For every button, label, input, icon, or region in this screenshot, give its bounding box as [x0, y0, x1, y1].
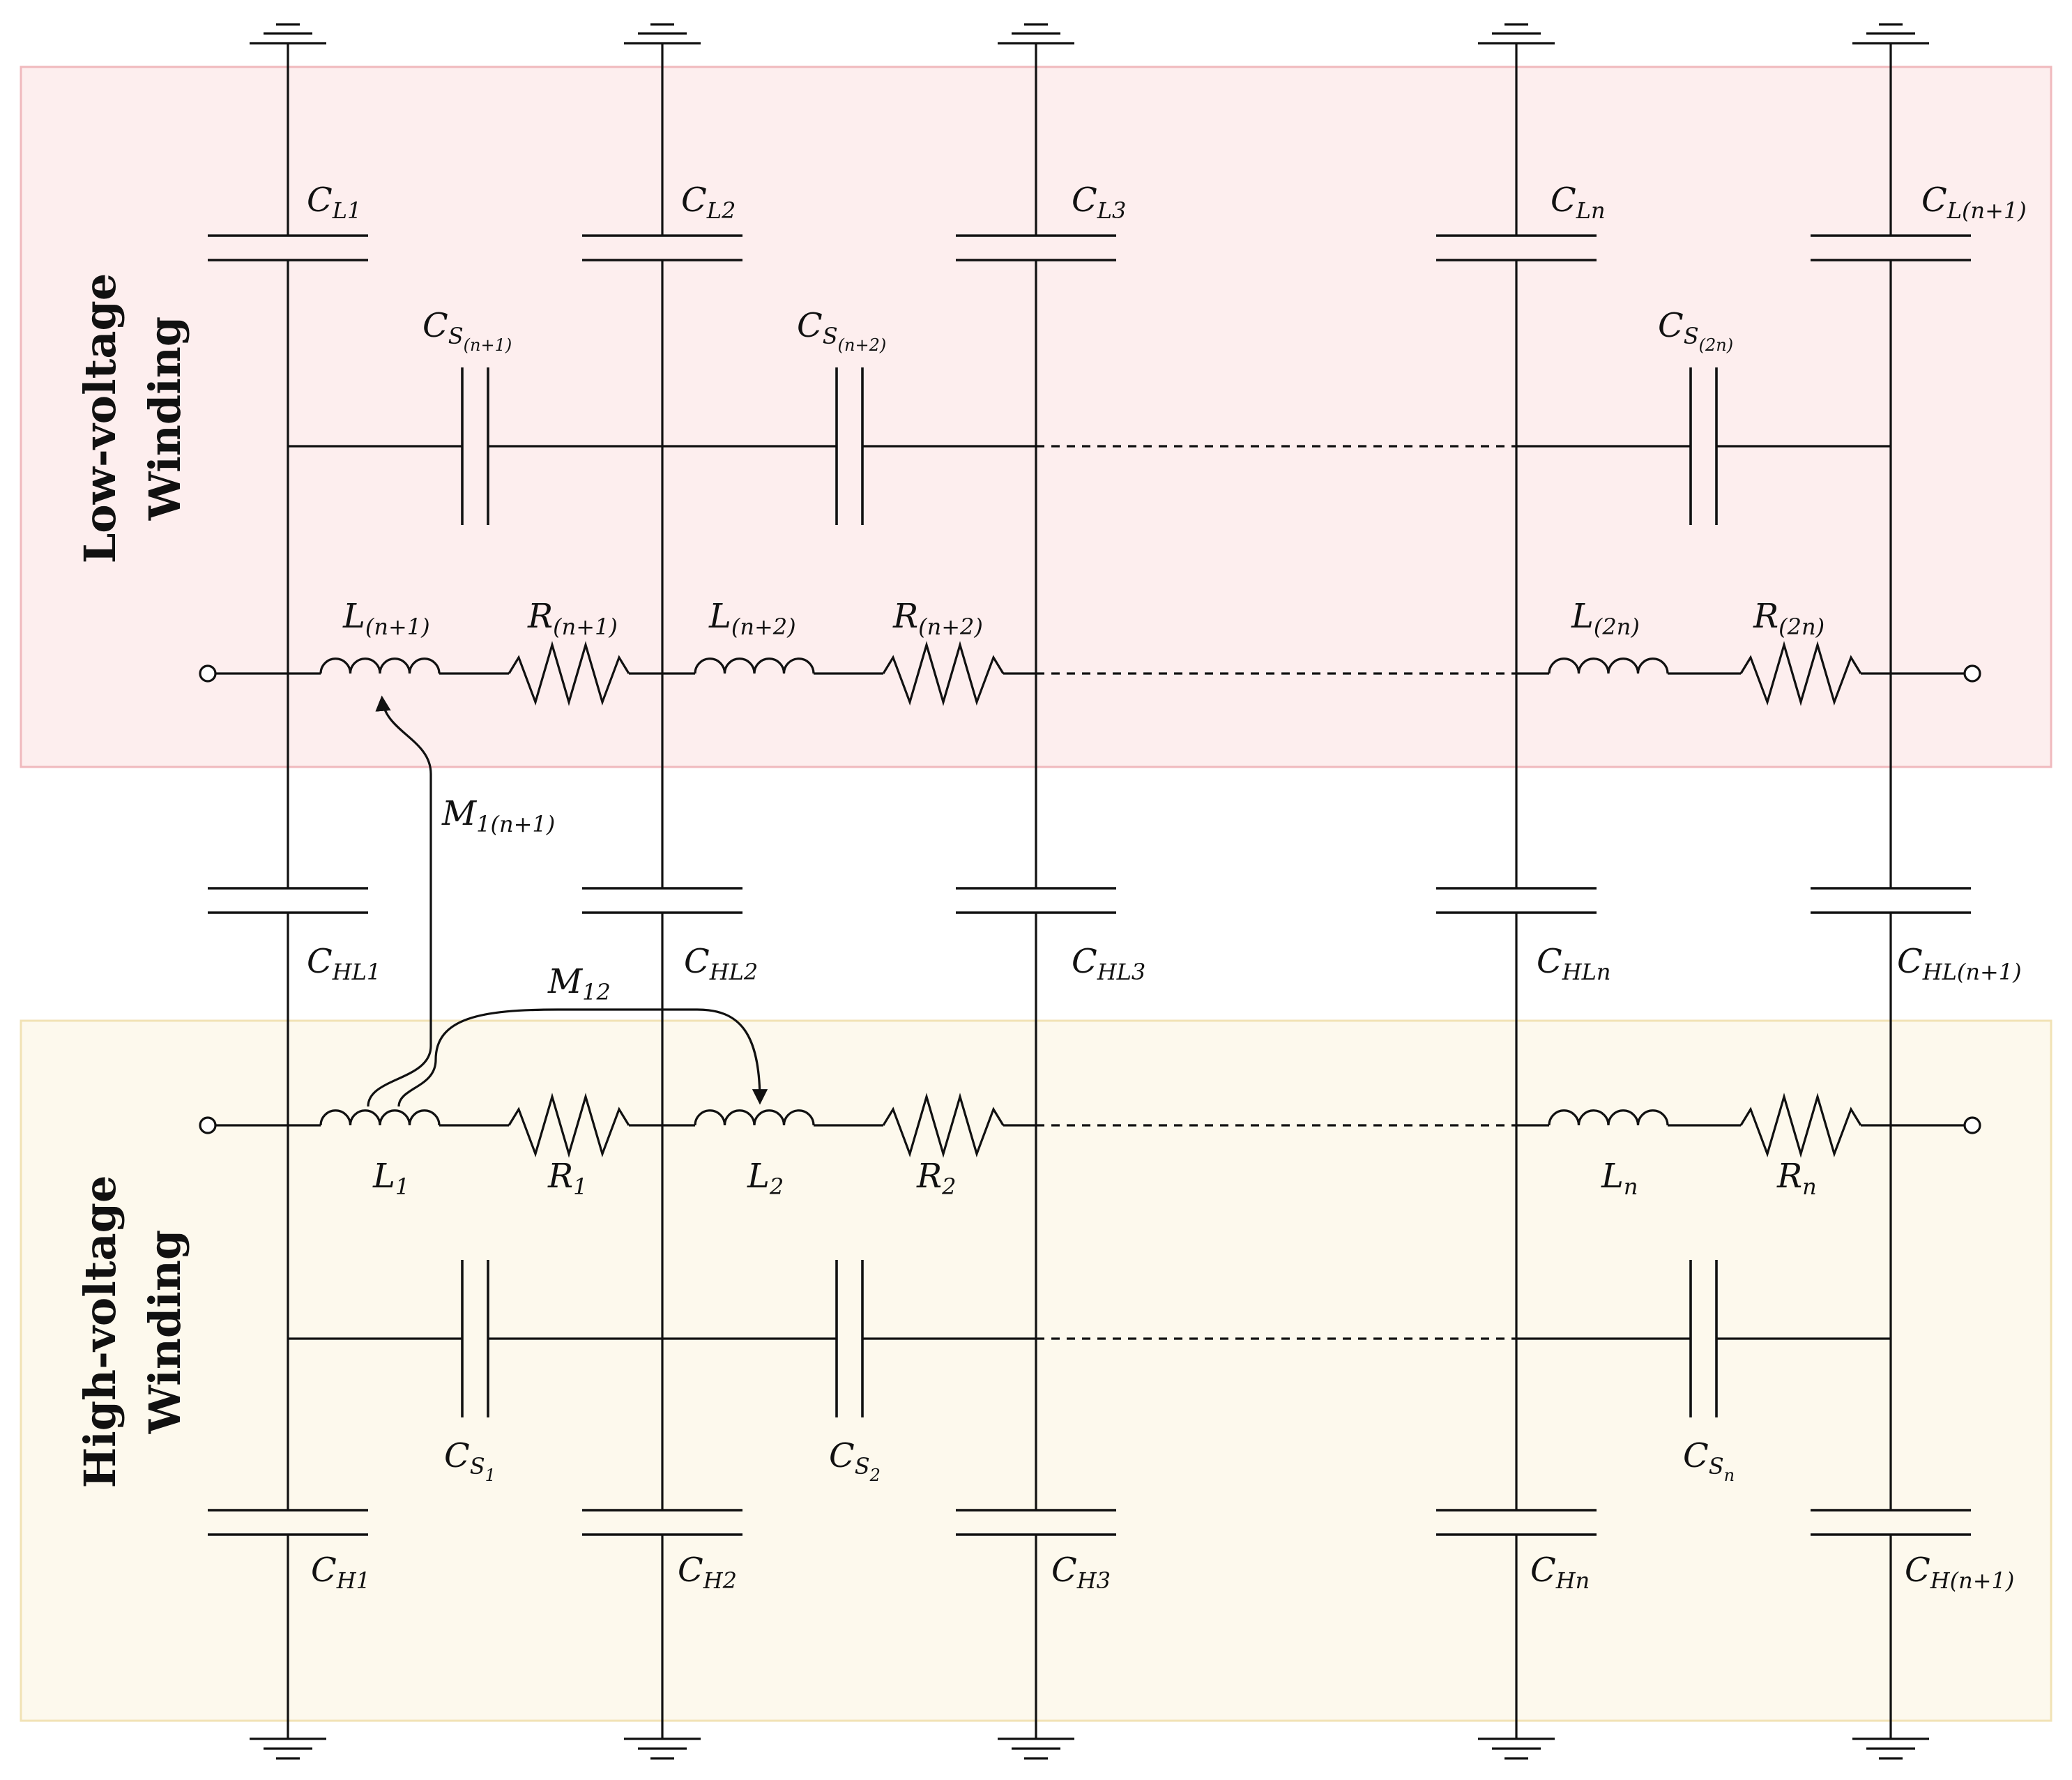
label-ln2: L(n+2)	[708, 597, 796, 640]
ground-icon	[1478, 23, 1555, 45]
label-cs1: CS1	[444, 1436, 496, 1485]
label-csn: CSn	[1683, 1436, 1735, 1485]
capacitor-icon	[582, 887, 742, 914]
label-r2: R2	[916, 1157, 957, 1200]
low-voltage-title-line1: Low-voltage	[75, 273, 125, 564]
capacitor-icon	[956, 234, 1116, 261]
label-ch3: CH3	[1051, 1551, 1111, 1594]
mutual-coupling-arrow-m1n1	[367, 695, 432, 1107]
high-voltage-title-line2: Winding	[139, 1230, 190, 1435]
capacitor-icon	[1811, 234, 1971, 261]
label-chl3: CHL3	[1072, 942, 1145, 985]
label-m12: M12	[547, 962, 611, 1005]
label-chl2: CHL2	[684, 942, 758, 985]
resistor-icon	[1739, 1093, 1862, 1158]
label-cl1: CL1	[307, 181, 361, 224]
high-voltage-series-capacitor-rail	[288, 1260, 1891, 1417]
capacitor-icon	[582, 1509, 742, 1536]
label-cln: CLn	[1551, 181, 1606, 224]
high-voltage-series-chain	[199, 1093, 1981, 1158]
capacitor-icon	[956, 1509, 1116, 1536]
label-cl2: CL2	[681, 181, 736, 224]
label-chn1: CH(n+1)	[1905, 1551, 2014, 1594]
top-ground-symbols	[250, 23, 1929, 45]
ground-icon	[250, 1737, 326, 1760]
label-ch1: CH1	[311, 1551, 370, 1594]
inductor-icon	[1548, 1109, 1669, 1126]
resistor-icon	[1739, 641, 1862, 706]
ground-icon	[998, 23, 1074, 45]
resistor-icon	[882, 1093, 1005, 1158]
capacitor-icon	[1811, 887, 1971, 914]
ground-icon	[1478, 1737, 1555, 1760]
label-cln1: CL(n+1)	[1921, 181, 2027, 224]
capacitor-icon	[208, 887, 368, 914]
label-rn2: R(n+2)	[892, 597, 983, 640]
terminal-icon	[1963, 1116, 1981, 1134]
label-r1: R1	[547, 1157, 588, 1200]
resistor-icon	[882, 641, 1005, 706]
label-rn: Rn	[1776, 1157, 1817, 1200]
label-csn2: CS(n+2)	[797, 306, 886, 355]
label-ch2: CH2	[678, 1551, 737, 1594]
capacitor-icon	[1436, 1509, 1597, 1536]
ground-icon	[624, 1737, 701, 1760]
terminal-icon	[1963, 664, 1981, 683]
inductor-icon	[694, 657, 815, 674]
label-r2n: R(2n)	[1753, 597, 1825, 640]
ground-icon	[250, 23, 326, 45]
mutual-coupling-arrow-m12	[397, 1008, 768, 1107]
component-labels: CL1 CL2 CL3 CLn CL(n+1) CS(n+1) CS(n+2) …	[307, 181, 2027, 1594]
high-voltage-title-line1: High-voltage	[75, 1176, 125, 1489]
label-cs2n: CS(2n)	[1658, 306, 1733, 355]
label-m1n1: M1(n+1)	[441, 794, 555, 837]
label-ln: Ln	[1601, 1157, 1638, 1200]
terminal-icon	[199, 1116, 217, 1134]
ground-icon	[624, 23, 701, 45]
terminal-icon	[199, 664, 217, 683]
label-chl1: CHL1	[307, 942, 381, 985]
capacitor-icon	[208, 1509, 368, 1536]
mutual-inductance-arrows	[367, 695, 768, 1107]
label-cs2: CS2	[829, 1436, 881, 1485]
capacitor-icon	[582, 234, 742, 261]
label-l2: L2	[747, 1157, 784, 1200]
capacitor-icon	[1436, 234, 1597, 261]
capacitor-icon	[1811, 1509, 1971, 1536]
capacitor-icon	[208, 234, 368, 261]
label-chln1: CHL(n+1)	[1897, 942, 2022, 985]
ground-icon	[1852, 1737, 1929, 1760]
label-chln: CHLn	[1537, 942, 1611, 985]
label-cl3: CL3	[1072, 181, 1126, 224]
low-voltage-series-capacitor-rail	[288, 367, 1891, 525]
vertical-capacitor-plates	[208, 234, 1971, 1536]
inductor-icon	[694, 1109, 815, 1126]
label-csn1: CS(n+1)	[422, 306, 512, 355]
low-voltage-series-chain	[199, 641, 1981, 706]
label-rn1: R(n+1)	[527, 597, 618, 640]
inductor-icon	[319, 1109, 441, 1126]
label-chn: CHn	[1530, 1551, 1590, 1594]
bottom-ground-symbols	[250, 1737, 1929, 1760]
resistor-icon	[508, 1093, 630, 1158]
label-l1: L1	[372, 1157, 409, 1200]
ground-icon	[998, 1737, 1074, 1760]
resistor-icon	[508, 641, 630, 706]
low-voltage-title-line2: Winding	[139, 317, 190, 522]
label-l2n: L(2n)	[1571, 597, 1640, 640]
label-ln1: L(n+1)	[342, 597, 430, 640]
capacitor-icon	[956, 887, 1116, 914]
inductor-icon	[319, 657, 441, 674]
inductor-icon	[1548, 657, 1669, 674]
capacitor-icon	[1436, 887, 1597, 914]
ground-icon	[1852, 23, 1929, 45]
column-wires	[287, 43, 1892, 1739]
